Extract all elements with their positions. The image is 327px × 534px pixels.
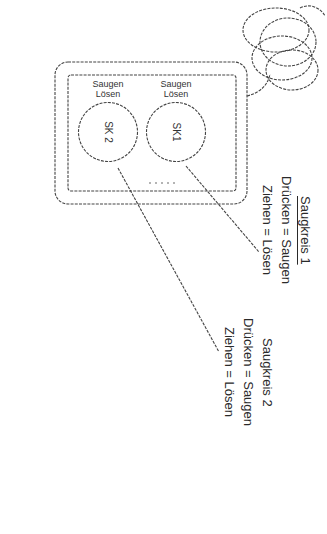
button-panel <box>68 75 236 191</box>
dot <box>161 182 163 184</box>
cable-loop <box>260 18 316 66</box>
pendant-housing <box>55 62 247 204</box>
cable-end <box>300 6 325 16</box>
button-id: SK 2 <box>103 121 114 143</box>
dot <box>173 182 175 184</box>
button-ring <box>147 103 206 162</box>
push-button: Saugen Lösen SK 2 <box>75 79 141 163</box>
callout-block: Saugkreis 1Drücken = SaugenZiehen = Löse… <box>258 176 315 284</box>
button-disc: SK 2 <box>77 101 139 163</box>
instruction-text: Drücken = Saugen <box>277 176 296 284</box>
instruction-text: Ziehen = Lösen <box>258 176 277 284</box>
instruction-text: Drücken = Saugen <box>239 318 258 426</box>
button-label: Saugen Lösen <box>85 79 131 99</box>
panel-dots <box>149 182 175 184</box>
dot <box>149 182 151 184</box>
push-button: Saugen LösenSK1 <box>143 79 209 163</box>
button-ring <box>79 103 138 162</box>
leader-line <box>118 168 219 352</box>
button-disc: SK1 <box>145 101 207 163</box>
button-label: Saugen Lösen <box>153 79 199 99</box>
dot <box>155 182 157 184</box>
cable-loop <box>266 50 318 90</box>
circuit-title: Saugkreis 1 <box>296 176 315 284</box>
circuit-title: Saugkreis 2 <box>258 318 277 426</box>
dot <box>167 182 169 184</box>
cable-loop <box>243 8 309 52</box>
instruction-text: Ziehen = Lösen <box>220 318 239 426</box>
callout-block: Saugkreis 2Drücken = SaugenZiehen = Löse… <box>220 318 277 426</box>
leader-line <box>186 166 259 252</box>
button-id: SK1 <box>171 123 182 142</box>
